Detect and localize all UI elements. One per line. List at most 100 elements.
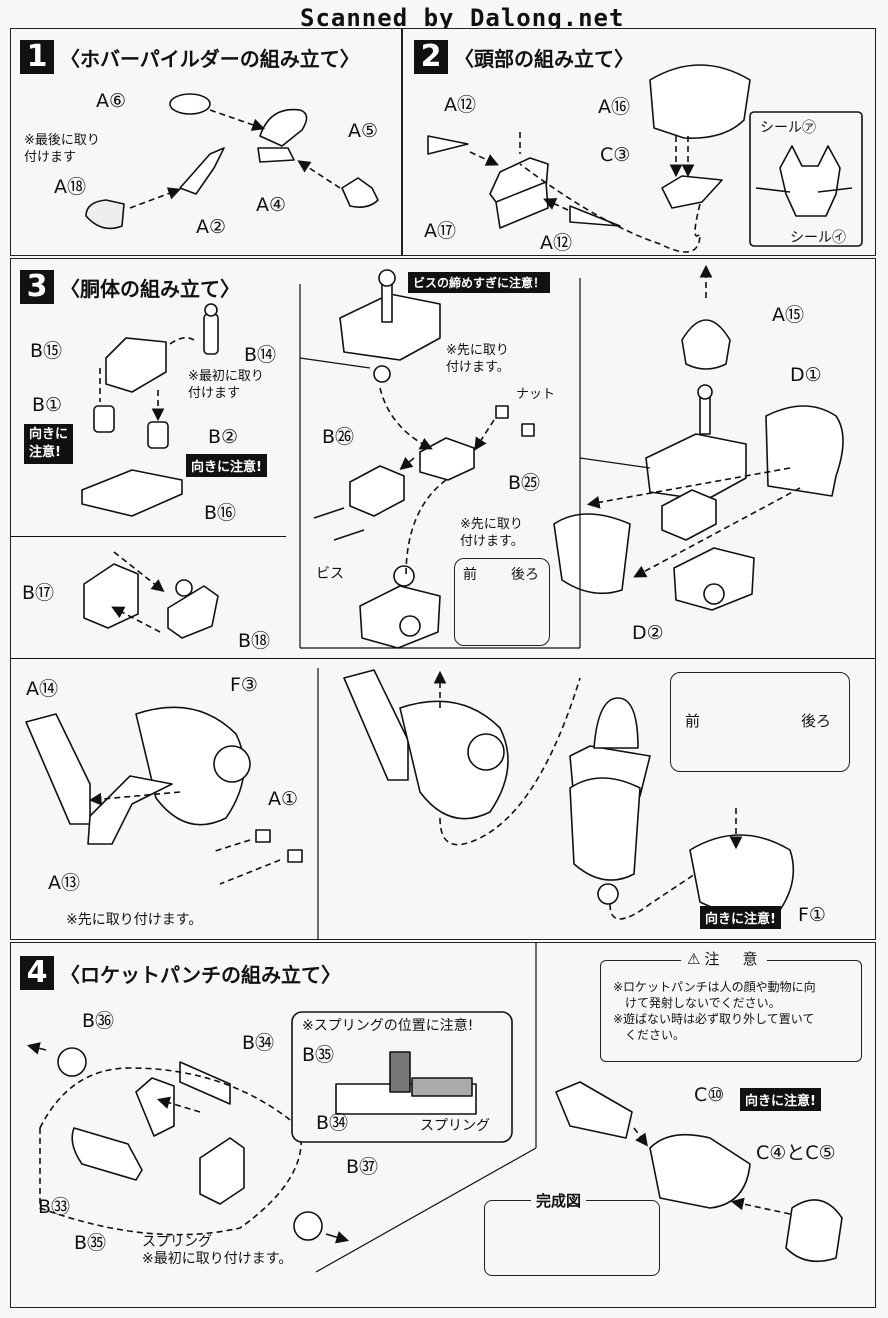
label-b25: B㉕ xyxy=(508,472,541,494)
caution-line: けて発射しないでください。 xyxy=(613,996,781,1010)
warning-badge-direction: 向きに 注意! xyxy=(24,424,74,464)
step4-heading: 〈ロケットパンチの組み立て〉 xyxy=(60,962,341,987)
step-number-4: 4 xyxy=(20,956,54,990)
label-d1: D① xyxy=(790,364,822,386)
label-a6: A⑥ xyxy=(96,90,127,112)
front-back-bubble-chest: 前 後ろ xyxy=(670,672,850,772)
step3-torso-parts xyxy=(81,303,219,639)
step-number-2: 2 xyxy=(414,40,448,74)
step3-hip-parts xyxy=(313,269,535,649)
label-front: 前 xyxy=(685,712,701,730)
label-b18: B⑱ xyxy=(238,630,271,652)
label-b36: B㊱ xyxy=(82,1010,115,1032)
label-a16: A⑯ xyxy=(598,96,630,118)
note-attach-last: ※最後に取り 付けます xyxy=(24,132,100,166)
label-a13: A⑬ xyxy=(48,872,80,894)
label-b37: B㊲ xyxy=(346,1156,379,1178)
step4-title: 4 〈ロケットパンチの組み立て〉 xyxy=(20,956,341,990)
badge-line: 向きに xyxy=(29,427,69,442)
step-number-1: 1 xyxy=(20,40,54,74)
step3-chest-parts xyxy=(25,669,795,920)
watermark: Scanned by Dalong.net xyxy=(300,4,625,32)
divider xyxy=(10,658,876,659)
completed-figure: 完成図 xyxy=(484,1190,660,1276)
warning-badge-direction-c10: 向きに注意! xyxy=(740,1088,821,1111)
step2-title: 2 〈頭部の組み立て〉 xyxy=(414,40,634,74)
label-b33: B㉝ xyxy=(38,1196,71,1218)
instruction-page: 1 〈ホバーパイルダーの組み立て〉 A⑥ A⑤ ※最後に取り 付けます A⑱ A… xyxy=(10,28,876,1308)
panel-step1 xyxy=(10,28,402,256)
step1-parts xyxy=(85,93,379,230)
label-back: 後ろ xyxy=(511,567,539,583)
label-d2: D② xyxy=(632,622,664,644)
step3-title: 3 〈胴体の組み立て〉 xyxy=(20,270,240,304)
warning-badge-direction-b2: 向きに注意! xyxy=(186,454,267,477)
label-front: 前 xyxy=(463,567,477,583)
label-c3: C③ xyxy=(600,144,631,166)
label-f3: F③ xyxy=(230,674,258,696)
caution-line: ※ロケットパンチは人の顔や動物に向 xyxy=(613,980,816,994)
label-b35-inset: B㉟ xyxy=(302,1044,335,1066)
label-a12-bottom: A⑫ xyxy=(540,232,572,254)
label-b15: B⑮ xyxy=(30,340,63,362)
note-line: ※先に取り xyxy=(460,517,523,532)
label-spring-inset: スプリング xyxy=(420,1118,490,1134)
note-line: ※最初に取り xyxy=(188,369,264,384)
label-a4: A④ xyxy=(256,194,287,216)
caution-box: ⚠注 意 ※ロケットパンチは人の顔や動物に向 けて発射しないでください。 ※遊ば… xyxy=(600,951,862,1062)
step2-heading: 〈頭部の組み立て〉 xyxy=(454,46,634,71)
step4-rocket-punch-parts xyxy=(26,1011,843,1267)
step1-heading: 〈ホバーパイルダーの組み立て〉 xyxy=(60,46,360,71)
label-a15: A⑮ xyxy=(772,304,804,326)
caution-line: ※遊ばない時は必ず取り外して置いて xyxy=(613,1012,815,1026)
caution-title: ⚠注 意 xyxy=(681,951,768,967)
label-b34-inset: B㉞ xyxy=(316,1112,349,1134)
label-b2: B② xyxy=(208,426,239,448)
note-attach-first-chest: ※先に取り付けます。 xyxy=(66,912,203,928)
note-spring-first: スプリング ※最初に取り付けます。 xyxy=(142,1234,292,1268)
label-b14: B⑭ xyxy=(244,344,277,366)
assembly-diagrams xyxy=(25,64,863,1273)
step2-parts xyxy=(427,64,863,253)
note-attach-first: ※最初に取り 付けます xyxy=(188,368,264,402)
warning-badge-screw: ビスの締めすぎに注意！ xyxy=(408,272,551,293)
label-seal-i: シール㋑ xyxy=(790,230,846,246)
note-line: ※最初に取り付けます。 xyxy=(142,1251,293,1267)
note-spring-position: ※スプリングの位置に注意! xyxy=(302,1018,474,1034)
note-line: ※先に取り xyxy=(446,343,509,358)
label-a17: A⑰ xyxy=(424,220,456,242)
note-attach-first-screw: ※先に取り 付けます。 xyxy=(460,516,524,550)
note-attach-first-hip: ※先に取り 付けます。 xyxy=(446,342,510,376)
note-line: 付けます。 xyxy=(446,360,510,375)
note-line: スプリング xyxy=(142,1234,212,1250)
step-number-3: 3 xyxy=(20,270,54,304)
divider xyxy=(10,536,286,537)
label-seal-a: シール㋐ xyxy=(760,120,816,136)
label-b35: B㉟ xyxy=(74,1232,107,1254)
label-a14: A⑭ xyxy=(26,678,58,700)
label-back: 後ろ xyxy=(801,712,832,730)
label-screw: ビス xyxy=(316,566,344,582)
label-f1: F① xyxy=(798,904,826,926)
front-back-bubble: 前 後ろ xyxy=(454,558,550,646)
completed-figure-title: 完成図 xyxy=(531,1190,587,1211)
label-a18: A⑱ xyxy=(54,176,86,198)
step1-title: 1 〈ホバーパイルダーの組み立て〉 xyxy=(20,40,360,74)
note-line: 付けます xyxy=(188,386,241,401)
label-b34: B㉞ xyxy=(242,1032,275,1054)
warning-badge-direction-f1: 向きに注意! xyxy=(700,906,781,929)
caution-line: ください。 xyxy=(613,1028,686,1042)
step3-body-parts xyxy=(553,264,844,611)
label-b1: B① xyxy=(32,394,63,416)
note-line: 付けます。 xyxy=(460,534,524,549)
label-b26: B㉖ xyxy=(322,426,355,448)
label-a12-top: A⑫ xyxy=(444,94,476,116)
label-a1: A① xyxy=(268,788,299,810)
note-line: 付けます xyxy=(24,150,77,165)
note-line: ※最後に取り xyxy=(24,133,100,148)
label-a5: A⑤ xyxy=(348,120,379,142)
label-b17: B⑰ xyxy=(22,582,55,604)
label-b16: B⑯ xyxy=(204,502,237,524)
step3-heading: 〈胴体の組み立て〉 xyxy=(60,276,240,301)
label-nut: ナット xyxy=(516,387,556,402)
